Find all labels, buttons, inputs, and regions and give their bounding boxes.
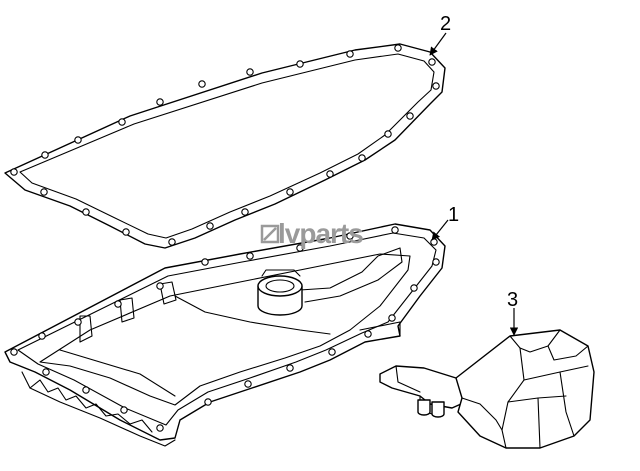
gasket-bolt-holes (10, 44, 440, 246)
pan-bolt-hole (204, 398, 212, 406)
pan-bolt-hole (74, 318, 82, 326)
gasket-bolt-hole (428, 58, 436, 66)
callout-gasket: 2 (429, 13, 451, 56)
pan-gasket (4, 43, 446, 249)
callout-gasket-number: 2 (440, 13, 451, 35)
pan-bolt-hole (364, 330, 372, 338)
callout-pan: 1 (431, 204, 459, 241)
pan-bolt-hole (156, 424, 164, 432)
gasket-bolt-hole (206, 222, 214, 230)
gasket-bolt-hole (122, 228, 130, 236)
callout-filter-number: 3 (507, 289, 518, 311)
pan-bolt-hole (388, 314, 396, 322)
pan-bolt-hole (120, 406, 128, 414)
pan-bolt-hole (244, 380, 252, 388)
pan-bolt-hole (391, 226, 399, 234)
gasket-bolt-hole (406, 112, 414, 120)
callout-filter: 3 (507, 289, 519, 336)
pan-bolt-hole (82, 386, 90, 394)
gasket-bolt-hole (384, 130, 392, 138)
gasket-bolt-hole (346, 50, 354, 58)
gasket-bolt-hole (156, 98, 164, 106)
gasket-bolt-hole (40, 188, 48, 196)
pan-bolt-hole (10, 348, 18, 356)
pan-bolt-hole (432, 258, 440, 266)
gasket-bolt-hole (74, 136, 82, 144)
pan-bolt-hole (346, 232, 354, 240)
gasket-bolt-hole (82, 208, 90, 216)
gasket-bolt-hole (10, 168, 18, 176)
pan-bolt-hole (410, 284, 418, 292)
watermark-text: lvparts (278, 218, 363, 249)
gasket-bolt-hole (296, 60, 304, 68)
gasket-bolt-hole (41, 151, 49, 159)
gasket-bolt-hole (246, 68, 254, 76)
transmission-filter (379, 329, 595, 449)
gasket-bolt-hole (241, 208, 249, 216)
gasket-bolt-hole (168, 238, 176, 246)
gasket-bolt-hole (326, 170, 334, 178)
pan-bolt-hole (42, 368, 50, 376)
pan-bolt-hole (328, 348, 336, 356)
pan-bolt-hole (38, 332, 46, 340)
oil-pan (4, 223, 446, 447)
pan-bolt-hole (201, 258, 209, 266)
pan-bolt-hole (114, 300, 122, 308)
pan-bolt-hole (246, 252, 254, 260)
pan-bolt-hole (296, 244, 304, 252)
watermark-logo: lvparts (260, 218, 364, 249)
gasket-bolt-hole (358, 154, 366, 162)
gasket-bolt-hole (118, 118, 126, 126)
gasket-bolt-hole (286, 188, 294, 196)
callout-pan-number: 1 (448, 204, 459, 226)
pan-bolt-hole (156, 282, 164, 290)
gasket-bolt-hole (394, 44, 402, 52)
gasket-bolt-hole (432, 82, 440, 90)
pan-bolt-hole (286, 364, 294, 372)
gasket-bolt-hole (198, 80, 206, 88)
pan-bolt-holes (10, 226, 440, 432)
